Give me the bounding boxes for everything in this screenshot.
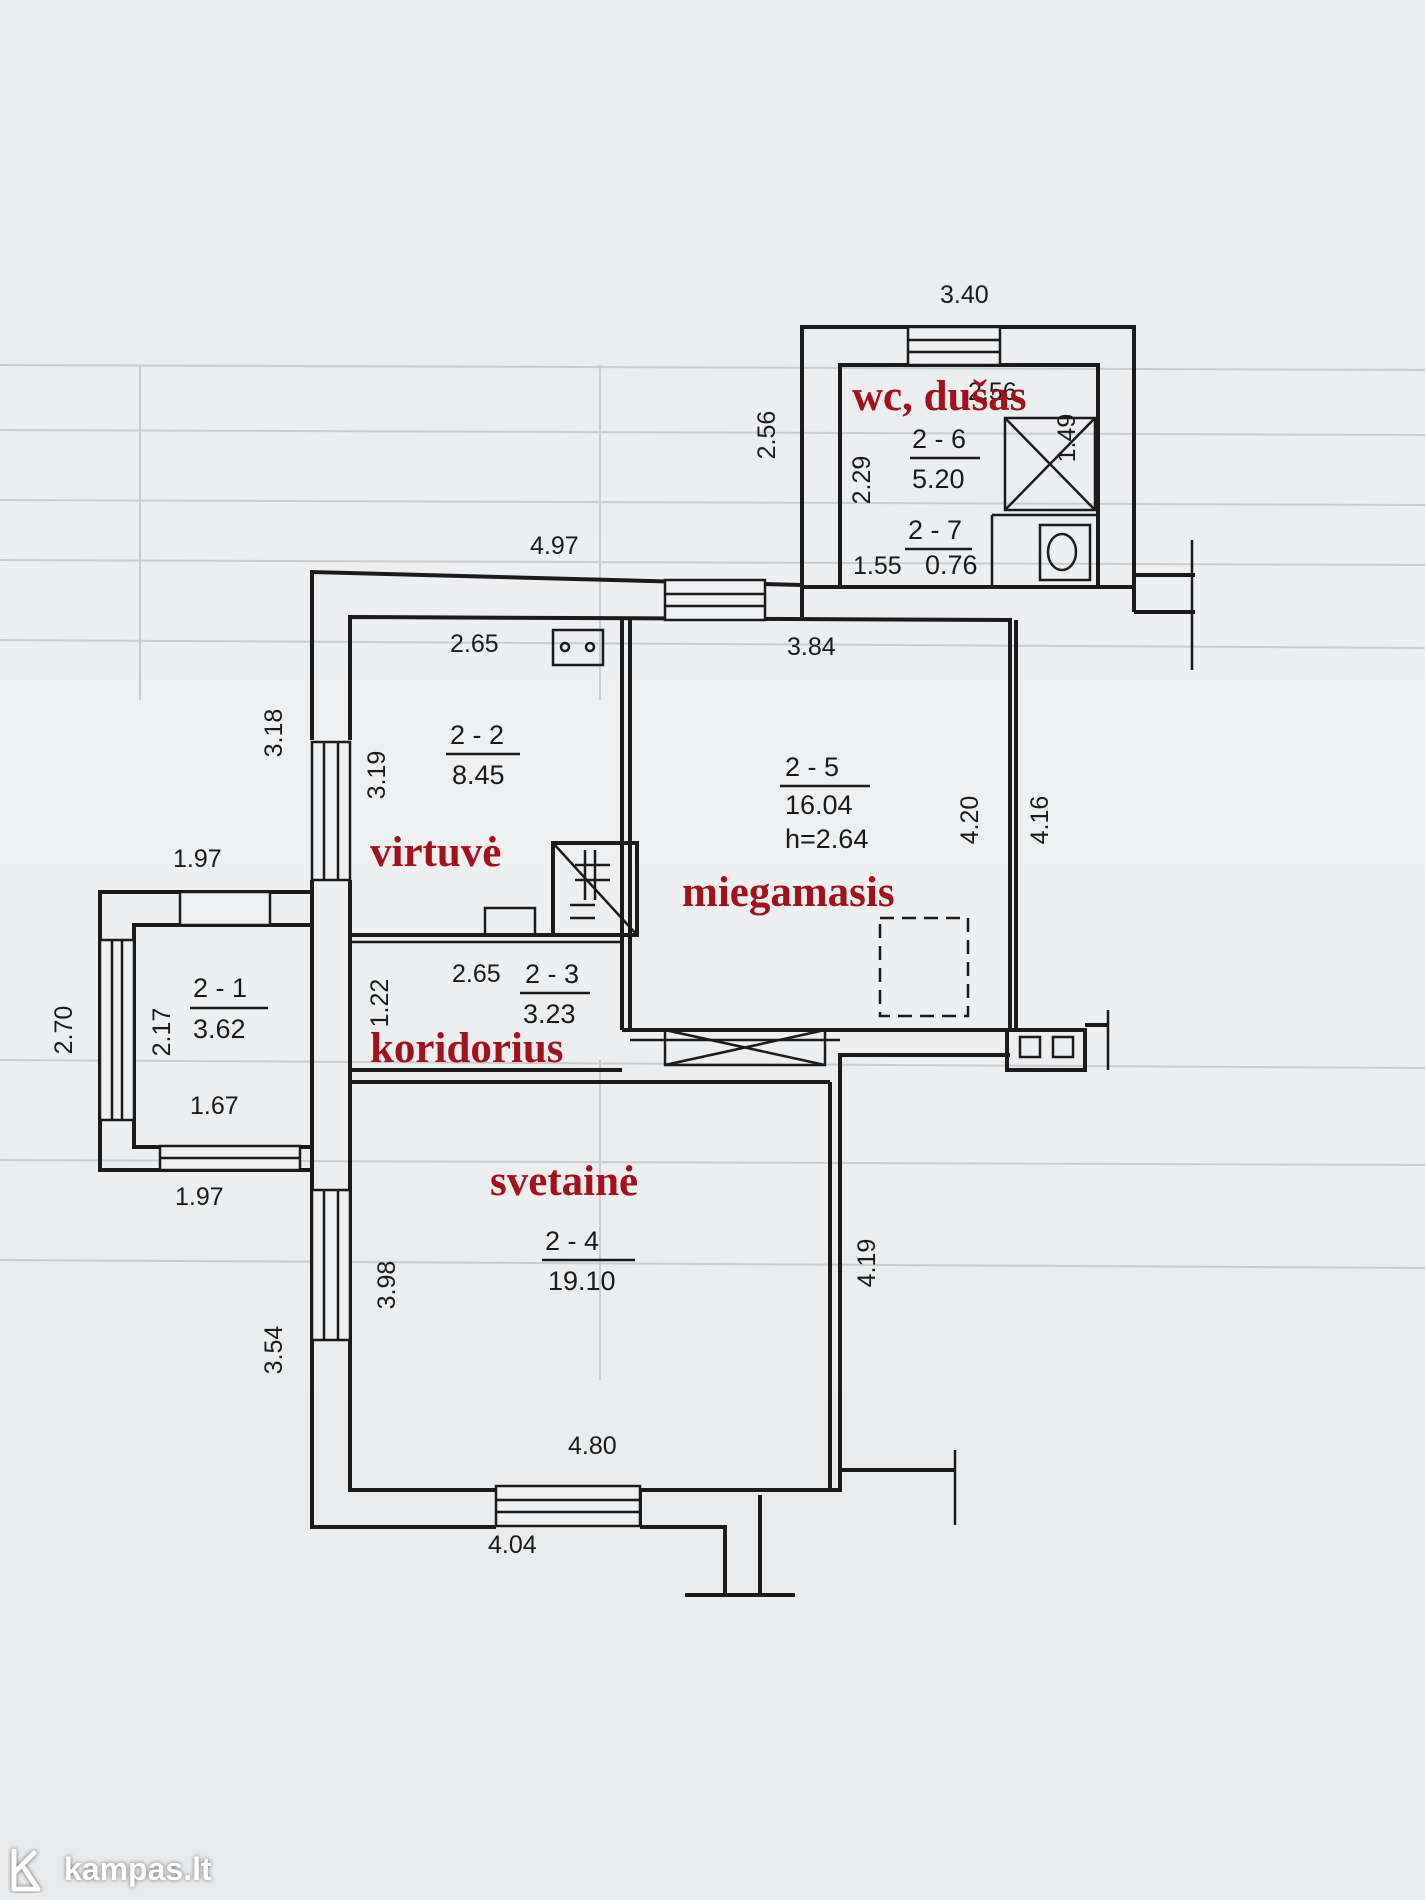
dim-balcony-167: 1.67 (190, 1092, 239, 1120)
windows (98, 325, 1002, 1528)
dim-wc-256: 2.56 (968, 378, 1017, 406)
room-2-2-id: 2 - 2 (450, 720, 504, 750)
room-2-3-area: 3.23 (523, 999, 576, 1029)
dim-balcony-217: 2.17 (148, 1008, 176, 1057)
room-2-4-id: 2 - 4 (545, 1226, 599, 1256)
dim-living-398: 3.98 (373, 1261, 401, 1310)
walls (98, 325, 1195, 1597)
dim-left-354: 3.54 (260, 1326, 288, 1375)
dim-top-497: 4.97 (530, 532, 579, 560)
room-2-5-height: h=2.64 (785, 824, 868, 854)
dim-outer-416: 4.16 (1026, 796, 1054, 845)
dim-living-480: 4.80 (568, 1432, 617, 1460)
dim-balcony-197-top: 1.97 (173, 845, 222, 873)
room-areas: 2 - 6 5.20 2 - 7 0.76 2 - 2 8.45 2 - 5 1… (190, 424, 980, 1296)
label-corridor: koridorius (370, 1025, 564, 1072)
dim-top-340: 3.40 (940, 281, 989, 309)
label-wc: wc, dušas (852, 373, 1026, 420)
label-living-room: svetainė (490, 1158, 638, 1205)
room-2-4-area: 19.10 (548, 1266, 616, 1296)
dim-living-419: 4.19 (853, 1239, 881, 1288)
dim-bottom-404: 4.04 (488, 1531, 537, 1559)
dim-corridor-122: 1.22 (366, 979, 394, 1028)
room-2-6-id: 2 - 6 (912, 424, 966, 454)
dim-wc-155: 1.55 (853, 552, 902, 580)
dim-balcony-270: 2.70 (50, 1006, 78, 1055)
dim-wc-229: 2.29 (848, 456, 876, 505)
kampas-watermark: kampas.lt (8, 1845, 212, 1893)
room-2-6-area: 5.20 (912, 464, 965, 494)
room-2-5-id: 2 - 5 (785, 752, 839, 782)
kampas-logo-icon (11, 1848, 41, 1892)
room-2-7-area: 0.76 (925, 550, 978, 580)
room-2-1-area: 3.62 (193, 1014, 246, 1044)
dimension-labels: 3.40 2.56 2.56 2.29 1.49 1.55 4.97 2.65 … (50, 281, 1081, 1559)
room-2-2-area: 8.45 (452, 760, 505, 790)
background-table-ghost (0, 364, 1425, 1380)
label-bedroom: miegamasis (682, 869, 895, 916)
dim-kitchen-319: 3.19 (363, 751, 391, 800)
label-kitchen: virtuvė (370, 829, 501, 876)
room-2-5-area: 16.04 (785, 790, 853, 820)
room-2-3-id: 2 - 3 (525, 959, 579, 989)
fixtures (483, 416, 1097, 1067)
dim-corridor-265: 2.65 (452, 960, 501, 988)
dim-wc-vertical-256: 2.56 (753, 411, 781, 460)
room-2-7-id: 2 - 7 (908, 515, 962, 545)
dim-balcony-197-bottom: 1.97 (175, 1183, 224, 1211)
dim-bedroom-384: 3.84 (787, 633, 836, 661)
dim-kitchen-265: 2.65 (450, 630, 499, 658)
dim-bedroom-420: 4.20 (956, 796, 984, 845)
room-names: wc, dušas virtuvė miegamasis koridorius … (370, 373, 1026, 1205)
dim-left-318: 3.18 (260, 709, 288, 758)
kampas-brand-text: kampas.lt (64, 1850, 212, 1887)
room-2-1-id: 2 - 1 (193, 973, 247, 1003)
dim-shower-149: 1.49 (1053, 414, 1081, 463)
